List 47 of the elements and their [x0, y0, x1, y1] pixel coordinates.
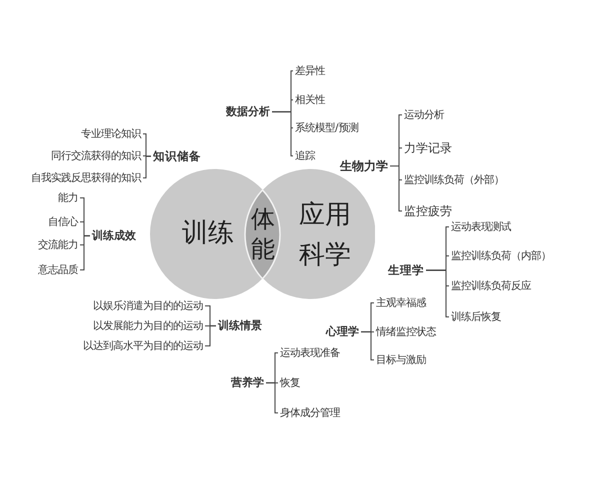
branch-item: 训练后恢复: [449, 310, 503, 324]
branch-item: 情绪监控状态: [374, 326, 438, 338]
branch-item: 运动表现测试: [449, 220, 513, 234]
connector-line: [390, 166, 402, 212]
branch-item: 交流能力: [36, 238, 80, 252]
branch-item: 运动表现准备: [278, 346, 342, 360]
branch-item: 意志品质: [36, 264, 80, 276]
branch-item: 自我实践反思获得的知识: [29, 172, 143, 184]
overlap-label: 体能: [250, 204, 276, 264]
branch-item: 力学记录: [402, 140, 454, 156]
branch-item: 监控疲劳: [402, 204, 454, 218]
branch-item: 运动分析: [402, 108, 446, 122]
branch-item: 监控训练负荷（外部）: [402, 174, 506, 186]
branch-heading: 数据分析: [224, 105, 272, 119]
connector-line: [266, 382, 278, 414]
branch-heading: 生理学: [386, 263, 426, 278]
branch-item: 能力: [56, 192, 80, 204]
branch-item: 专业理论知识: [79, 128, 143, 140]
branch-heading: 心理学: [324, 325, 361, 339]
branch-item: 监控训练负荷（内部）: [449, 250, 553, 262]
branch-heading: 知识储备: [151, 149, 203, 164]
branch-heading: 训练情景: [216, 319, 264, 333]
branch-item: 目标与激励: [374, 354, 428, 366]
branch-item: 系统模型/预测: [293, 122, 360, 134]
branch-item: 差异性: [293, 64, 327, 78]
circle-label: 应用科学: [298, 199, 352, 272]
branch-item: 以发展能力为目的的运动: [91, 320, 205, 332]
branch-item: 同行交流获得的知识: [49, 150, 143, 162]
branch-item: 相关性: [293, 94, 327, 106]
branch-heading: 训练成效: [90, 229, 138, 243]
circle-label: 训练: [182, 218, 234, 248]
connector-line: [360, 331, 374, 360]
connector-line: [142, 156, 152, 178]
connector-line: [80, 235, 90, 270]
connector-line: [426, 270, 450, 318]
branch-item: 身体成分管理: [278, 406, 342, 420]
connector-line: [204, 325, 216, 346]
branch-item: 追踪: [293, 150, 317, 162]
branch-item: 恢复: [278, 376, 302, 390]
branch-item: 监控训练负荷反应: [449, 280, 533, 292]
branch-item: 自信心: [46, 216, 80, 228]
connector-line: [272, 111, 294, 156]
branch-heading: 生物力学: [338, 158, 390, 174]
branch-item: 以达到高水平为目的的运动: [81, 340, 205, 352]
branch-item: 主观幸福感: [374, 296, 428, 310]
branch-heading: 营养学: [229, 376, 266, 390]
branch-item: 以娱乐消遣为目的的运动: [91, 300, 205, 312]
